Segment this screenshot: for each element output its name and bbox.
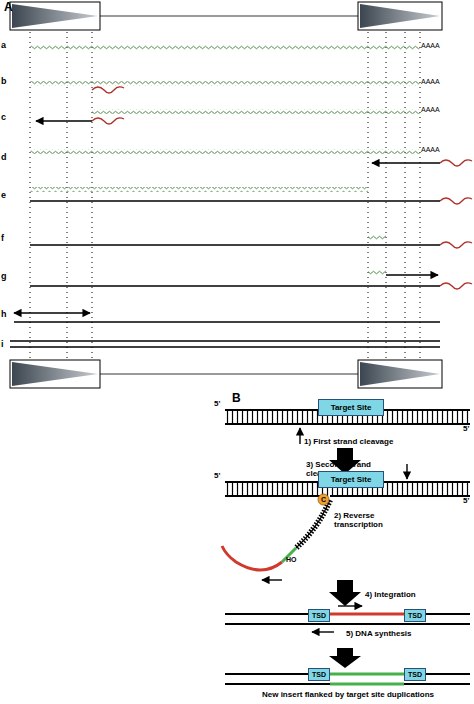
panel-letter: A — [4, 1, 24, 14]
dna-duplex — [225, 614, 470, 624]
step-letter: f — [1, 234, 11, 244]
dna-strand — [10, 121, 440, 347]
strand-end: 5' — [463, 425, 474, 434]
step-label: 5) DNA synthesis — [346, 630, 446, 639]
strand-end: 5' — [214, 472, 228, 481]
polya-tail: AAAA — [421, 146, 461, 154]
strand-end: 5' — [463, 497, 474, 506]
node-text: Target Site — [331, 476, 372, 484]
step-letter: i — [1, 340, 11, 350]
rna-strand — [30, 45, 420, 275]
step-letter: c — [1, 113, 11, 123]
ltr-element — [10, 2, 442, 30]
node-text: TSD — [312, 671, 326, 678]
step-letter: d — [1, 153, 11, 163]
guide-lines — [30, 32, 420, 358]
node-text: Target Site — [331, 404, 372, 412]
step-label: 2) Reverse transcription — [334, 512, 404, 530]
result-caption: New insert flanked by target site duplic… — [226, 691, 470, 700]
polya-tail: AAAA — [421, 78, 461, 86]
trna-primer — [92, 87, 472, 289]
node-text: TSD — [312, 612, 326, 619]
synthesis-arrow — [312, 631, 334, 632]
strand-end: 5' — [214, 400, 228, 409]
step-letter: g — [1, 272, 11, 282]
polya-tail: AAAA — [421, 106, 461, 114]
step-label: 1) First strand cleavage — [304, 438, 414, 447]
hydroxyl-label: HO — [286, 556, 306, 564]
site-box: TSD — [404, 668, 426, 681]
ltr-element — [10, 360, 442, 388]
dna-duplex — [225, 674, 470, 684]
node-text: TSD — [408, 612, 422, 619]
site-box: TSD — [404, 609, 426, 622]
node-text: C — [321, 496, 326, 503]
site-box: TSD — [308, 609, 330, 622]
cleavage-circle: C — [318, 494, 329, 505]
site-box: TSD — [308, 668, 330, 681]
step-label: 4) Integration — [365, 591, 455, 600]
cleavage-arrow — [299, 428, 300, 444]
step-letter: e — [1, 191, 11, 201]
synthesis-arrow — [338, 605, 362, 606]
step-arrow — [329, 580, 361, 606]
panel-letter: B — [232, 392, 252, 405]
polya-tail: AAAA — [421, 42, 461, 50]
site-box: Target Site — [318, 471, 384, 488]
step-letter: b — [1, 77, 11, 87]
cdna-strand — [222, 500, 330, 580]
step-arrow — [329, 648, 361, 668]
cleavage-arrow — [406, 464, 407, 479]
site-box: Target Site — [318, 399, 384, 416]
node-text: TSD — [408, 671, 422, 678]
step-letter: h — [1, 310, 11, 320]
step-letter: a — [1, 41, 11, 51]
